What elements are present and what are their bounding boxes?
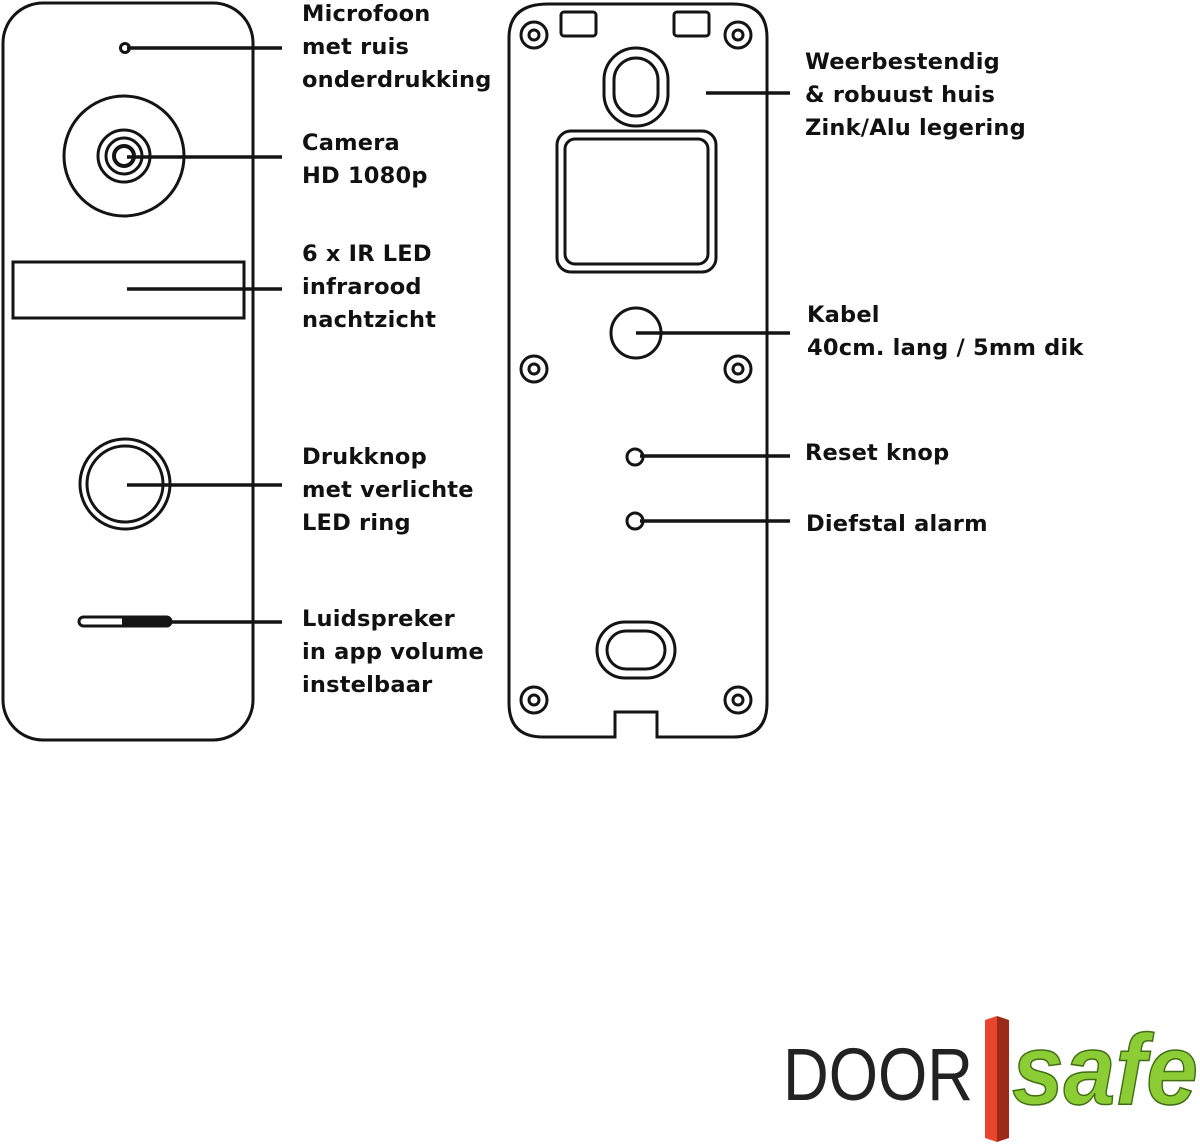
- top-tab-left: [559, 10, 598, 38]
- mounting-screw-top-right: [723, 20, 753, 50]
- mounting-screw-mid-left: [519, 354, 549, 384]
- speaker-slot-dark: [122, 618, 170, 625]
- mounting-screw-bottom-left: [519, 685, 549, 715]
- back-recess: [555, 129, 718, 274]
- label-ir-led: 6 x IR LED infrarood nachtzicht: [302, 241, 437, 333]
- mounting-screw-mid-right: [723, 354, 753, 384]
- mounting-screw-bottom-right: [723, 685, 753, 715]
- top-mount-slot: [602, 46, 670, 128]
- label-reset: Reset knop: [805, 440, 950, 466]
- back-panel: [507, 2, 769, 739]
- logo-safe-text: safe: [1012, 1014, 1198, 1126]
- label-housing: Weerbestendig & robuust huis Zink/Alu le…: [805, 49, 1026, 141]
- front-panel: [1, 1, 255, 742]
- label-speaker: Luidspreker in app volume instelbaar: [302, 606, 484, 698]
- label-theft-alarm: Diefstal alarm: [806, 511, 988, 537]
- bottom-mount-slot: [595, 620, 677, 680]
- mounting-screw-top-left: [519, 20, 549, 50]
- label-push-button: Drukknop met verlichte LED ring: [302, 444, 474, 536]
- front-housing: [1, 1, 255, 742]
- label-cable: Kabel 40cm. lang / 5mm dik: [807, 302, 1084, 361]
- label-camera: Camera HD 1080p: [302, 130, 428, 189]
- label-microphone: Microfoon met ruis onderdrukking: [302, 1, 492, 93]
- leader-lines: [127, 46, 790, 624]
- logo-door-text: DOOR: [783, 1033, 973, 1116]
- doorsafe-logo: DOOR safe: [783, 1013, 1199, 1142]
- logo-door-bar: [985, 1016, 1009, 1142]
- back-housing: [507, 2, 769, 739]
- top-tab-right: [672, 10, 711, 38]
